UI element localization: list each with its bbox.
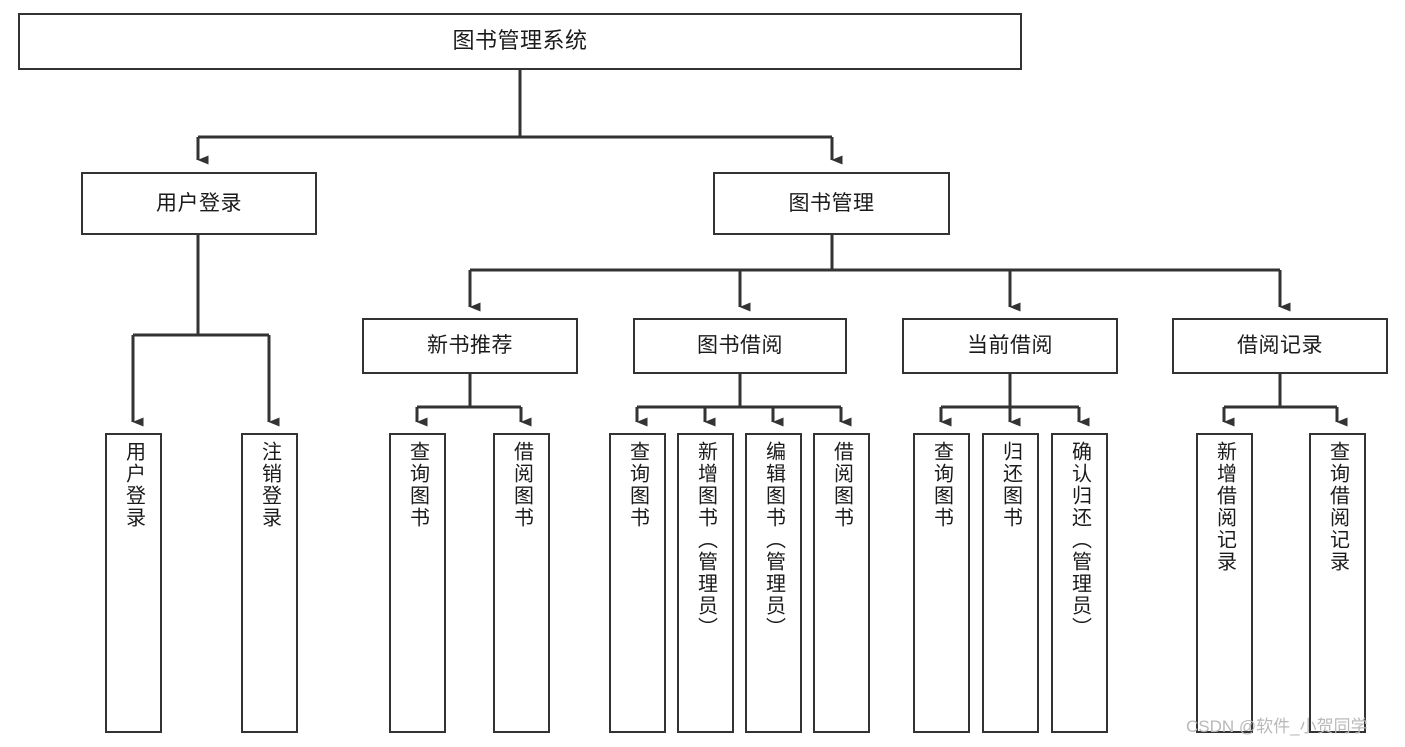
node-leaf-query-record-label: 查询借阅记录 [1326, 441, 1349, 573]
node-leaf-confirm-return[interactable]: 确认归还（管理员） [1051, 433, 1108, 733]
node-leaf-add-book-label: 新增图书（管理员） [694, 441, 717, 639]
node-leaf-user-logout-label: 注销登录 [258, 441, 281, 529]
node-user-login-label: 用户登录 [156, 191, 242, 215]
node-book-borrow[interactable]: 图书借阅 [633, 318, 847, 374]
node-leaf-add-book[interactable]: 新增图书（管理员） [677, 433, 734, 733]
node-borrow-record[interactable]: 借阅记录 [1172, 318, 1388, 374]
node-leaf-confirm-return-label: 确认归还（管理员） [1068, 441, 1091, 639]
node-user-login[interactable]: 用户登录 [81, 172, 317, 235]
node-leaf-query-book-1[interactable]: 查询图书 [389, 433, 446, 733]
node-leaf-borrow-book-1-label: 借阅图书 [510, 441, 533, 529]
node-current-borrow[interactable]: 当前借阅 [902, 318, 1118, 374]
node-leaf-query-book-1-label: 查询图书 [406, 441, 429, 529]
node-leaf-user-login[interactable]: 用户登录 [105, 433, 162, 733]
node-book-management[interactable]: 图书管理 [713, 172, 950, 235]
node-leaf-query-book-2-label: 查询图书 [626, 441, 649, 529]
node-leaf-edit-book[interactable]: 编辑图书（管理员） [745, 433, 802, 733]
node-leaf-query-book-3-label: 查询图书 [930, 441, 953, 529]
node-borrow-record-label: 借阅记录 [1237, 334, 1323, 358]
node-leaf-borrow-book-1[interactable]: 借阅图书 [493, 433, 550, 733]
watermark-text: CSDN @软件_小贺同学 [1186, 717, 1368, 736]
node-leaf-return-book-label: 归还图书 [999, 441, 1022, 529]
node-leaf-query-book-2[interactable]: 查询图书 [609, 433, 666, 733]
node-root-label: 图书管理系统 [452, 28, 588, 54]
node-new-book-recommend-label: 新书推荐 [427, 334, 513, 358]
node-leaf-user-login-label: 用户登录 [122, 441, 145, 529]
node-leaf-add-record-label: 新增借阅记录 [1213, 441, 1236, 573]
node-book-management-label: 图书管理 [788, 191, 875, 215]
node-leaf-add-record[interactable]: 新增借阅记录 [1196, 433, 1253, 733]
node-new-book-recommend[interactable]: 新书推荐 [362, 318, 578, 374]
node-book-borrow-label: 图书借阅 [697, 334, 783, 358]
node-leaf-edit-book-label: 编辑图书（管理员） [762, 441, 785, 639]
node-leaf-borrow-book-2[interactable]: 借阅图书 [813, 433, 870, 733]
node-current-borrow-label: 当前借阅 [967, 334, 1053, 358]
node-leaf-borrow-book-2-label: 借阅图书 [830, 441, 853, 529]
node-leaf-return-book[interactable]: 归还图书 [982, 433, 1039, 733]
node-root[interactable]: 图书管理系统 [18, 13, 1022, 70]
node-leaf-query-book-3[interactable]: 查询图书 [913, 433, 970, 733]
node-leaf-query-record[interactable]: 查询借阅记录 [1309, 433, 1366, 733]
node-leaf-user-logout[interactable]: 注销登录 [241, 433, 298, 733]
